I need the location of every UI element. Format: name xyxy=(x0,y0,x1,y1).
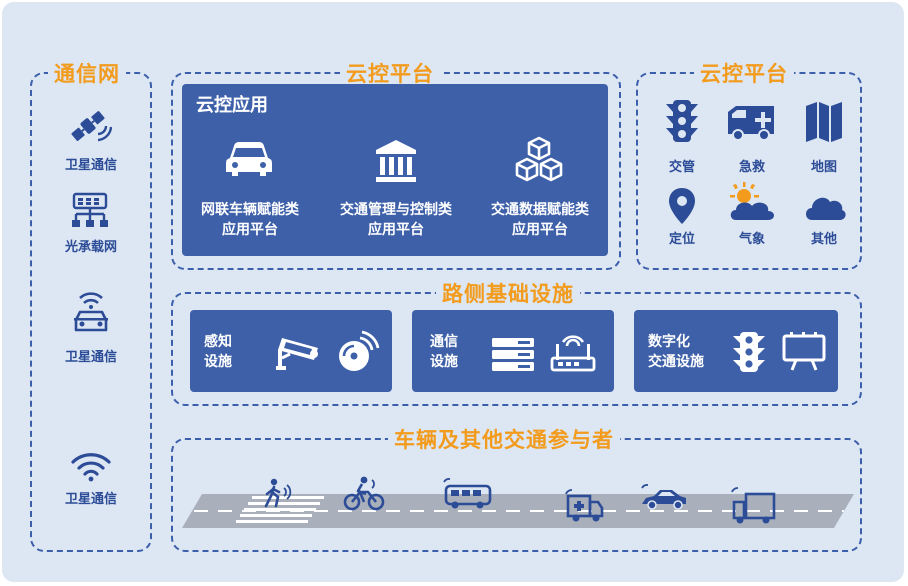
ambulance-vehicle-icon xyxy=(565,489,604,522)
connected-car-icon xyxy=(74,292,108,332)
billboard-icon xyxy=(782,332,826,371)
service-label: 其他 xyxy=(810,232,837,247)
app-line1: 网联车辆赋能类 xyxy=(201,202,299,218)
left-item-label: 卫星通信 xyxy=(64,158,117,173)
left-item-label: 光承载网 xyxy=(64,240,117,255)
ambulance-icon xyxy=(728,106,774,141)
left-item-label: 卫星通信 xyxy=(64,350,117,365)
communication-network-title: 通信网 xyxy=(48,58,126,88)
app-line2: 应用平台 xyxy=(512,222,568,238)
satellite-icon xyxy=(71,111,112,142)
car-icon xyxy=(226,142,272,176)
map-icon xyxy=(806,102,842,142)
group-line2: 交通设施 xyxy=(648,354,704,370)
truck-icon xyxy=(731,487,776,524)
group-line2: 设施 xyxy=(430,354,458,370)
cloud-services-title: 云控平台 xyxy=(694,58,794,88)
cyclist-icon xyxy=(343,476,385,511)
cloud-app-title: 云控应用 xyxy=(196,95,268,116)
radar-sensor-icon xyxy=(339,330,380,371)
wifi-icon xyxy=(71,453,111,482)
cloud-icon xyxy=(806,197,846,220)
data-cubes-icon xyxy=(515,136,563,182)
traffic-signal-icon xyxy=(733,332,765,372)
group-line1: 数字化 xyxy=(648,334,690,350)
pedestrian-icon xyxy=(264,478,292,508)
group-line1: 通信 xyxy=(430,334,458,350)
roadside-infrastructure-title: 路侧基础设施 xyxy=(436,278,580,308)
bus-icon xyxy=(443,478,492,509)
network-topology-icon xyxy=(72,192,108,227)
app-line1: 交通数据赋能类 xyxy=(491,202,589,218)
group-line2: 设施 xyxy=(204,354,232,370)
service-label: 定位 xyxy=(668,232,695,247)
server-rack-icon xyxy=(492,338,534,371)
sedan-car-icon xyxy=(641,484,686,510)
service-label: 地图 xyxy=(810,160,837,175)
service-label: 交管 xyxy=(668,160,695,175)
surveillance-camera-icon xyxy=(276,338,318,370)
app-line2: 应用平台 xyxy=(368,222,424,238)
app-line2: 应用平台 xyxy=(222,222,278,238)
app-line1: 交通管理与控制类 xyxy=(340,202,452,218)
cloud-platform-title: 云控平台 xyxy=(340,58,440,88)
group-line1: 感知 xyxy=(204,334,232,350)
traffic-participants-title: 车辆及其他交通参与者 xyxy=(388,424,620,454)
service-label: 气象 xyxy=(738,232,765,247)
traffic-light-icon xyxy=(666,100,698,142)
router-icon xyxy=(550,335,596,372)
government-building-icon xyxy=(376,140,416,182)
weather-icon xyxy=(730,182,774,220)
location-pin-icon xyxy=(669,188,695,224)
left-item-label: 卫星通信 xyxy=(64,492,117,507)
service-label: 急救 xyxy=(738,160,765,175)
